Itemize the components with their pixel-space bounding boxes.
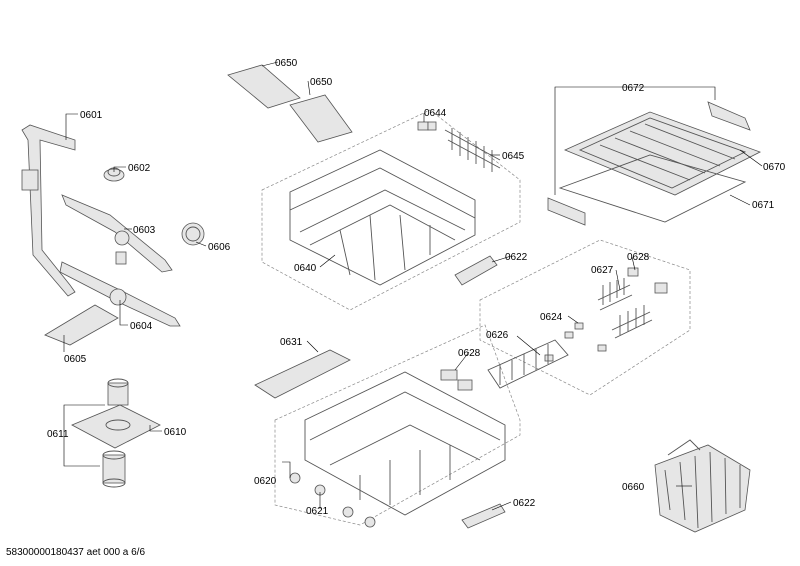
label-0622-lower: 0622 [513, 498, 536, 509]
label-0624: 0624 [540, 312, 563, 323]
label-0631: 0631 [280, 337, 303, 348]
upper-spray-arm [61, 194, 173, 273]
document-footer: 58300000180437 aet 000 a 6/6 [6, 547, 146, 558]
label-0601: 0601 [80, 110, 103, 121]
tray-slide-rail-right [707, 101, 751, 131]
label-0604: 0604 [130, 321, 153, 332]
handle-upper [454, 255, 498, 286]
label-0671: 0671 [752, 200, 775, 211]
cutlery-rack-enclosure [479, 239, 691, 396]
label-0611: 0611 [47, 429, 69, 440]
upper-basket [289, 149, 476, 286]
cutlery-basket [654, 439, 751, 533]
label-0606: 0606 [208, 242, 231, 253]
label-0602: 0602 [128, 163, 151, 174]
folding-tines-a [597, 278, 633, 311]
label-0605: 0605 [64, 354, 87, 365]
label-0627: 0627 [591, 265, 614, 276]
plate-rack [487, 339, 569, 389]
label-0626: 0626 [486, 330, 509, 341]
cup-shelf-tines [444, 128, 501, 172]
label-0622-upper: 0622 [505, 252, 528, 263]
label-0621: 0621 [306, 506, 329, 517]
tine-clips [627, 267, 668, 294]
cutlery-tray [563, 111, 762, 196]
label-0628-upper: 0628 [627, 252, 650, 263]
tine-row-upper-b [289, 94, 353, 143]
label-0645: 0645 [502, 151, 525, 162]
spray-arm-feed-pipe [21, 124, 76, 297]
label-0640: 0640 [294, 263, 317, 274]
small-clip-lower [440, 369, 473, 391]
filter-assembly [71, 378, 161, 449]
folding-tines-b [611, 305, 653, 339]
label-0610: 0610 [164, 427, 187, 438]
micro-filter-cylinder [102, 450, 126, 488]
label-0644: 0644 [424, 108, 447, 119]
leader-lines [63, 61, 763, 511]
upper-basket-enclosure [261, 109, 521, 311]
lower-spray-arm [59, 261, 181, 327]
tine-row-upper-a [227, 64, 301, 109]
label-0650-left: 0650 [275, 58, 298, 69]
label-0628-lower: 0628 [458, 348, 481, 359]
label-0660: 0660 [622, 482, 645, 493]
label-0650-right: 0650 [310, 77, 333, 88]
tine-row-lower [254, 349, 351, 399]
label-0620: 0620 [254, 476, 277, 487]
tine-holders [544, 322, 607, 362]
label-0672: 0672 [622, 83, 645, 94]
tray-slide-rail-left [547, 197, 586, 226]
spray-nozzle-screen [181, 222, 205, 246]
label-0603: 0603 [133, 225, 156, 236]
tray-frame [558, 154, 747, 223]
handle-lower [461, 503, 506, 529]
lower-basket [304, 371, 506, 516]
basket-wheel-clip [417, 121, 437, 131]
lower-basket-enclosure [274, 324, 521, 526]
spray-arm-cover-disc [44, 304, 119, 346]
part-labels: 0601 0602 0603 0604 0605 0606 0611 0610 … [47, 58, 786, 517]
lower-basket-wheels [289, 472, 376, 528]
label-0670: 0670 [763, 162, 786, 173]
